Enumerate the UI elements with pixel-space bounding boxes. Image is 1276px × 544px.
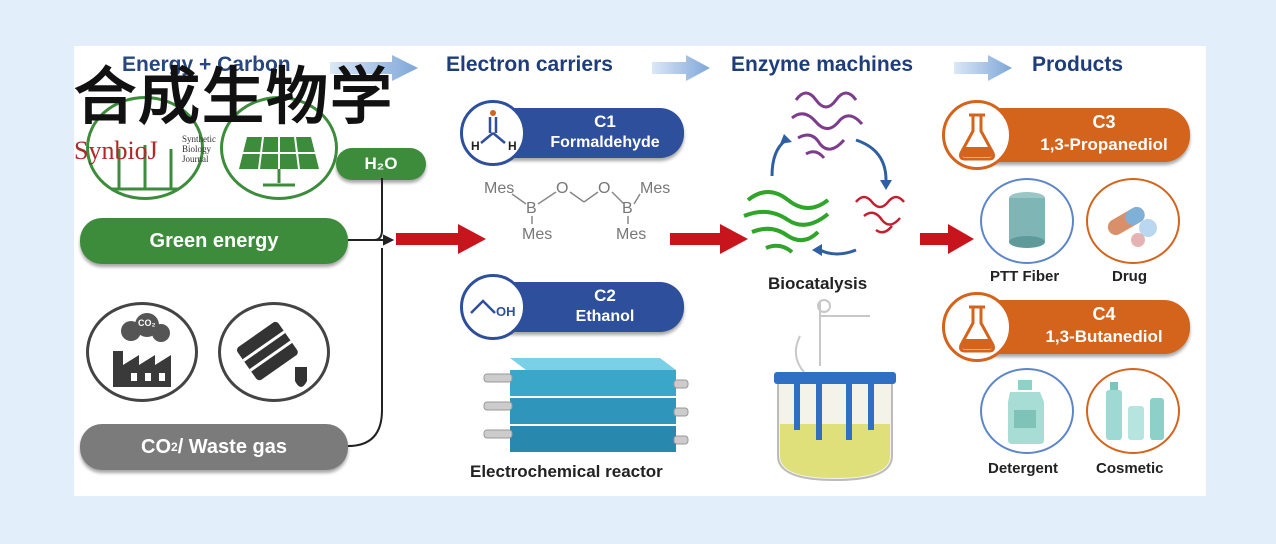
factory-circle: CO₂ — [86, 302, 198, 402]
logo-subtitle: Synthetic Biology Journal — [182, 134, 216, 164]
solar-energy-circle — [220, 96, 338, 200]
fiber-spool-icon — [1009, 192, 1045, 248]
header-electron-carriers: Electron carriers — [446, 53, 613, 76]
header-energy-carbon: Energy + Carbon — [122, 53, 291, 76]
cosmetic-label: Cosmetic — [1096, 460, 1164, 477]
red-arrow-1 — [396, 224, 486, 254]
mol-b-1: B — [526, 200, 537, 217]
molecule-bonds — [511, 191, 641, 224]
ethanol-structure-icon: OH — [460, 274, 526, 340]
cosmetic-bottles-icon — [1106, 382, 1164, 440]
detergent-bottle-icon — [1008, 380, 1044, 444]
c4-flask-icon — [942, 292, 1012, 362]
mol-mes-1: Mes — [484, 180, 515, 197]
detergent-circle — [980, 368, 1074, 454]
ptt-fiber-label: PTT Fiber — [990, 268, 1060, 285]
enzyme-cycle-illustration — [743, 91, 905, 256]
drug-circle — [1086, 178, 1180, 264]
mol-mes-4: Mes — [616, 226, 647, 243]
green-energy-pill: Green energy — [80, 218, 348, 264]
cosmetic-circle — [1086, 368, 1180, 454]
wind-energy-circle — [86, 96, 204, 200]
oh-group: OH — [496, 304, 516, 319]
header-arrow-3 — [954, 55, 1012, 81]
oil-barrel-icon — [237, 321, 307, 387]
header-arrow-2 — [652, 55, 710, 81]
h-atom-right: H — [508, 139, 517, 153]
logo-chinese-title: 合成生物学 — [74, 60, 395, 133]
biocatalysis-label: Biocatalysis — [768, 274, 868, 293]
mol-o-2: O — [598, 180, 611, 197]
c3-flask-icon — [942, 100, 1012, 170]
input-connector-lines — [347, 178, 395, 447]
red-arrow-2 — [670, 224, 748, 254]
formaldehyde-structure-icon: H H — [460, 100, 526, 166]
electrochemical-reactor-icon — [483, 358, 689, 452]
wind-turbine-icon — [111, 145, 179, 191]
drug-label: Drug — [1112, 268, 1147, 285]
detergent-label: Detergent — [988, 460, 1059, 477]
header-enzyme-machines: Enzyme machines — [731, 53, 914, 76]
h2o-pill: H₂O — [336, 148, 426, 180]
mol-mes-2: Mes — [522, 226, 553, 243]
h-atom-left: H — [471, 139, 480, 153]
mol-mes-3: Mes — [640, 180, 671, 197]
ptt-fiber-circle — [980, 178, 1074, 264]
waste-circle — [218, 302, 330, 402]
bioreactor-icon — [774, 299, 896, 482]
header-arrow-1 — [330, 55, 418, 81]
c3-propanediol-pill: C3 1,3-Propanediol — [978, 108, 1190, 162]
pills-icon — [1107, 207, 1157, 247]
solar-panel-icon — [239, 136, 319, 187]
c2-ethanol-pill: C2 Ethanol — [490, 282, 684, 332]
c4-butanediol-pill: C4 1,3-Butanediol — [978, 300, 1190, 354]
mol-b-2: B — [622, 200, 633, 217]
co2-cloud-label: CO₂ — [138, 318, 156, 328]
header-products: Products — [1032, 53, 1124, 76]
logo-synbioj: SynbioJ — [74, 136, 158, 165]
reactor-label: Electrochemical reactor — [470, 462, 663, 481]
factory-icon — [113, 313, 171, 387]
red-arrow-3 — [920, 224, 974, 254]
mol-o-1: O — [556, 180, 569, 197]
